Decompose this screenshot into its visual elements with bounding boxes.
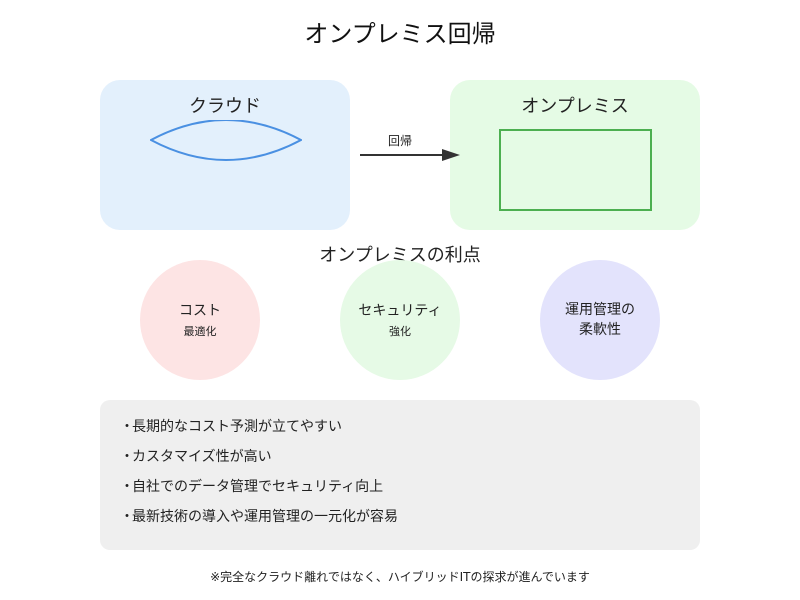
footnote: ※完全なクラウド離れではなく、ハイブリッドITの探求が進んでいます bbox=[210, 570, 590, 584]
advantage-flexibility-label-2: 柔軟性 bbox=[579, 322, 621, 338]
cloud-label: クラウド bbox=[189, 96, 261, 117]
cloud-panel: クラウド bbox=[100, 80, 350, 230]
advantages-title: オンプレミスの利点 bbox=[319, 245, 481, 266]
onprem-panel: オンプレミス bbox=[450, 80, 700, 230]
advantage-security-sub: 強化 bbox=[389, 325, 411, 338]
bullet: ・ bbox=[120, 479, 134, 495]
benefit-item: ・長期的なコスト予測が立てやすい bbox=[120, 416, 342, 436]
bullet: ・ bbox=[120, 509, 134, 525]
bullet: ・ bbox=[120, 449, 134, 465]
benefit-text: 長期的なコスト予測が立てやすい bbox=[132, 419, 342, 435]
bullet: ・ bbox=[120, 419, 134, 435]
advantage-security-label: セキュリティ bbox=[358, 303, 442, 319]
arrow-right-icon bbox=[360, 149, 460, 161]
benefit-text: 最新技術の導入や運用管理の一元化が容易 bbox=[132, 509, 398, 525]
return-arrow: 回帰 bbox=[358, 132, 462, 166]
onprem-label: オンプレミス bbox=[521, 96, 629, 117]
diagram-title: オンプレミス回帰 bbox=[304, 20, 496, 48]
advantage-flexibility-label: 運用管理の bbox=[565, 302, 635, 318]
cloud-icon bbox=[150, 120, 302, 161]
arrow-label: 回帰 bbox=[387, 134, 412, 148]
benefit-text: 自社でのデータ管理でセキュリティ向上 bbox=[132, 479, 384, 495]
benefit-text: カスタマイズ性が高い bbox=[132, 449, 272, 465]
benefit-item: ・自社でのデータ管理でセキュリティ向上 bbox=[120, 476, 383, 496]
advantage-cost-label: コスト bbox=[179, 303, 221, 319]
benefit-item: ・最新技術の導入や運用管理の一元化が容易 bbox=[120, 506, 398, 526]
advantage-security: セキュリティ 強化 bbox=[340, 260, 460, 380]
server-icon bbox=[499, 129, 652, 211]
benefits-box: ・長期的なコスト予測が立てやすい ・カスタマイズ性が高い ・自社でのデータ管理で… bbox=[100, 400, 700, 550]
benefit-item: ・カスタマイズ性が高い bbox=[120, 446, 272, 466]
advantage-cost-sub: 最適化 bbox=[183, 325, 217, 338]
advantage-flexibility: 運用管理の 柔軟性 bbox=[540, 260, 660, 380]
advantage-cost: コスト 最適化 bbox=[140, 260, 260, 380]
